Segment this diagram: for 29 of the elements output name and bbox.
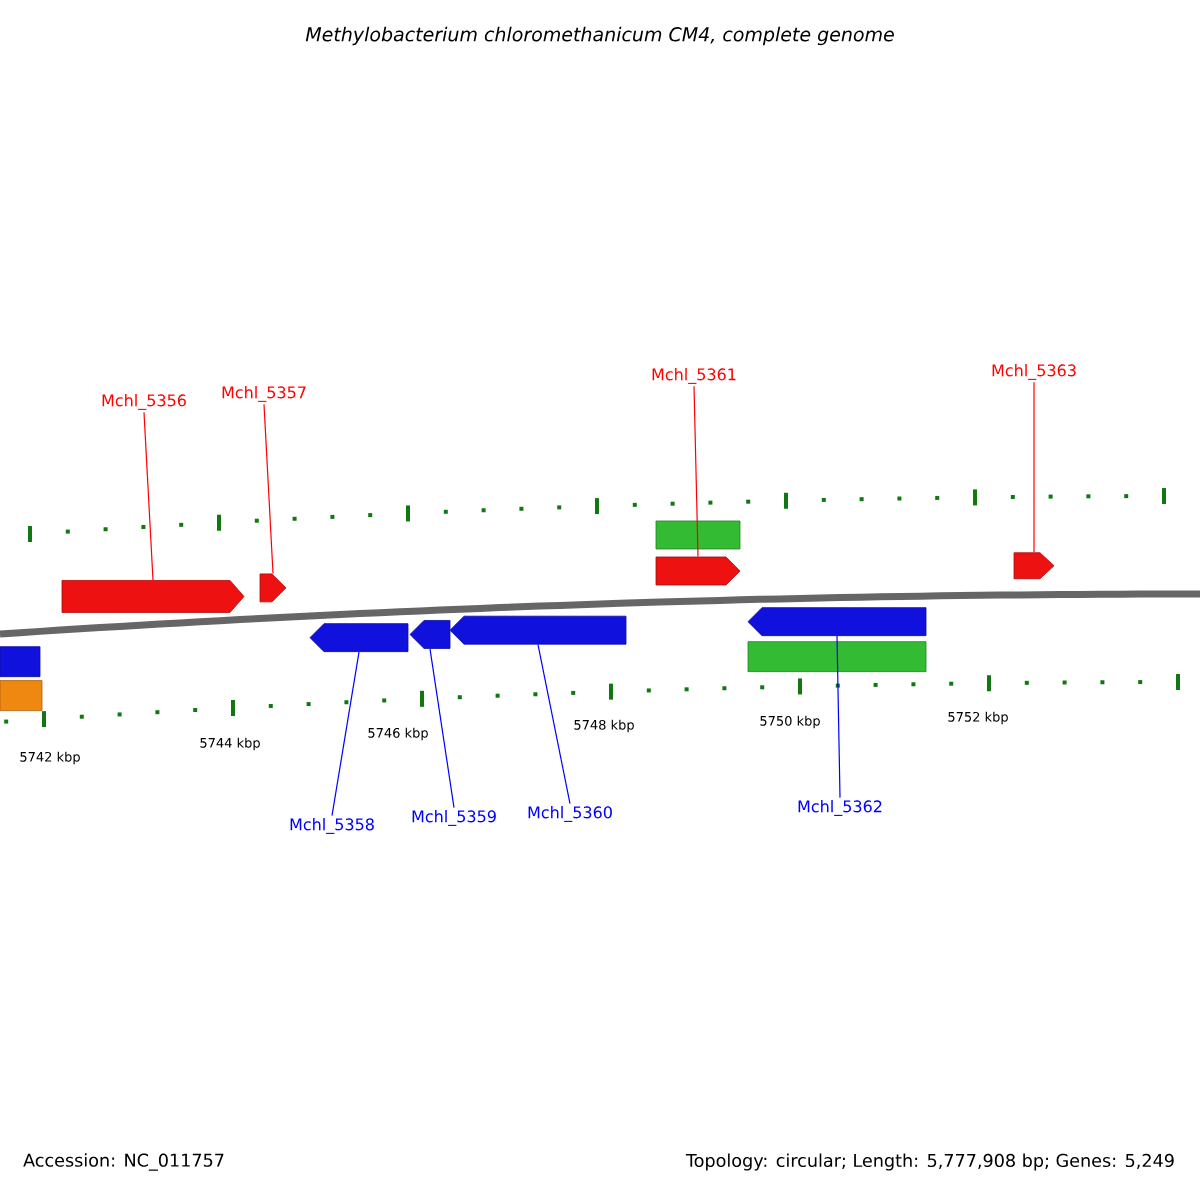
gene-bar — [0, 680, 43, 711]
gene-label: Mchl_5357 — [222, 386, 306, 402]
leader-line — [331, 651, 360, 817]
leader-line — [537, 643, 571, 805]
leader-line — [693, 385, 699, 558]
leader-line — [836, 635, 841, 799]
footer-text: Accession: NC_011757 — [23, 1153, 224, 1171]
gene-label: Mchl_5358 — [290, 818, 374, 834]
gene-label: Mchl_5360 — [528, 806, 612, 822]
leader-line — [429, 648, 455, 809]
gene-bar — [655, 520, 741, 550]
gene-block — [259, 573, 287, 603]
title: Methylobacterium chloromethanicum CM4, complete genome — [305, 26, 894, 46]
gene-label: Mchl_5359 — [412, 810, 496, 826]
leader-line — [263, 403, 274, 575]
leader-line — [1033, 381, 1035, 553]
gene-block — [747, 607, 927, 637]
gene-label: Mchl_5356 — [102, 394, 186, 410]
gene-label: Mchl_5362 — [798, 800, 882, 816]
gene-block — [655, 556, 741, 586]
gene-bar — [0, 646, 41, 678]
gene-block — [61, 580, 245, 613]
gene-label: Mchl_5363 — [992, 364, 1076, 380]
gene-label: Mchl_5361 — [652, 368, 736, 384]
gene-block — [409, 620, 451, 649]
gene-block — [1013, 552, 1055, 580]
gene-bar — [747, 641, 927, 673]
leader-line — [143, 411, 154, 581]
footer-text: Topology: circular; Length: 5,777,908 bp; Genes: 5,249 — [685, 1153, 1174, 1171]
